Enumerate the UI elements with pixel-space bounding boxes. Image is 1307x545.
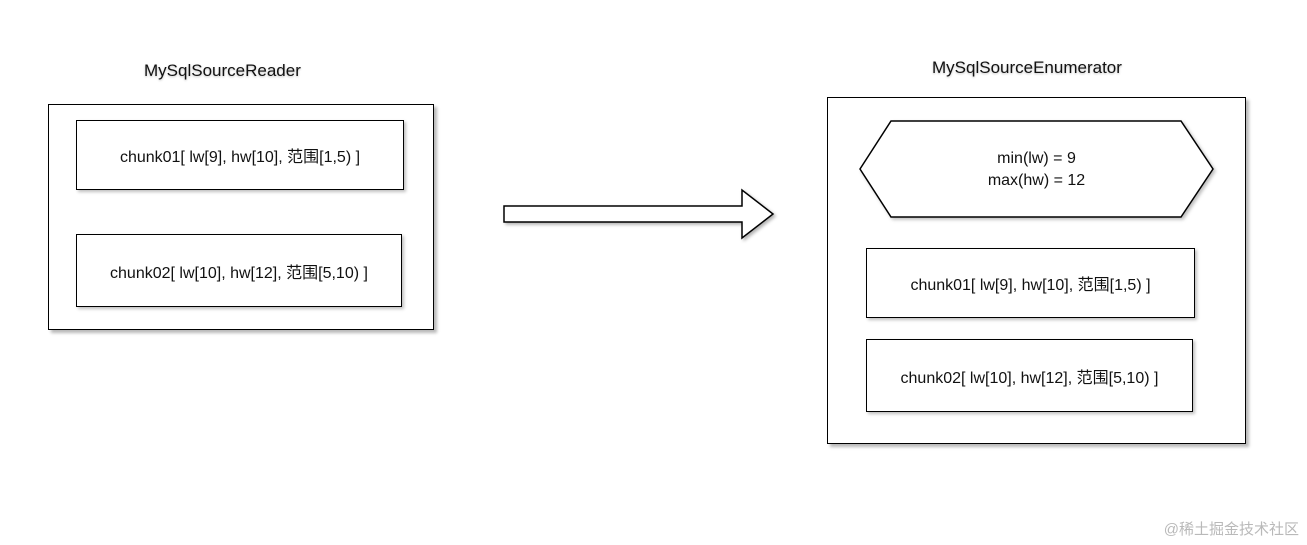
reader-chunk-02-label: chunk02[ lw[10], hw[12], 范围[5,10) ] xyxy=(110,264,368,282)
enumerator-chunk-02-label: chunk02[ lw[10], hw[12], 范围[5,10) ] xyxy=(900,369,1159,387)
enumerator-chunk-01: chunk01[ lw[9], hw[10], 范围[1,5) ] xyxy=(866,248,1195,318)
reader-chunk-02: chunk02[ lw[10], hw[12], 范围[5,10) ] xyxy=(76,234,402,307)
reader-title: MySqlSourceReader xyxy=(144,61,301,80)
enumerator-chunk-01-label: chunk01[ lw[9], hw[10], 范围[1,5) ] xyxy=(910,277,1151,294)
summary-max-hw: max(hw) = 12 xyxy=(987,172,1086,189)
enumerator-title: MySqlSourceEnumerator xyxy=(932,58,1122,77)
enumerator-chunk-02: chunk02[ lw[10], hw[12], 范围[5,10) ] xyxy=(866,339,1193,412)
summary-min-lw: min(lw) = 9 xyxy=(997,150,1076,167)
reader-chunk-01: chunk01[ lw[9], hw[10], 范围[1,5) ] xyxy=(76,120,404,190)
reader-chunk-01-label: chunk01[ lw[9], hw[10], 范围[1,5) ] xyxy=(119,149,361,166)
flow-arrow xyxy=(503,188,775,240)
summary-hexagon xyxy=(859,120,1214,218)
watermark: @稀土掘金技术社区 xyxy=(1163,521,1299,538)
summary-text: min(lw) = 9 max(hw) = 12 xyxy=(858,121,1215,219)
